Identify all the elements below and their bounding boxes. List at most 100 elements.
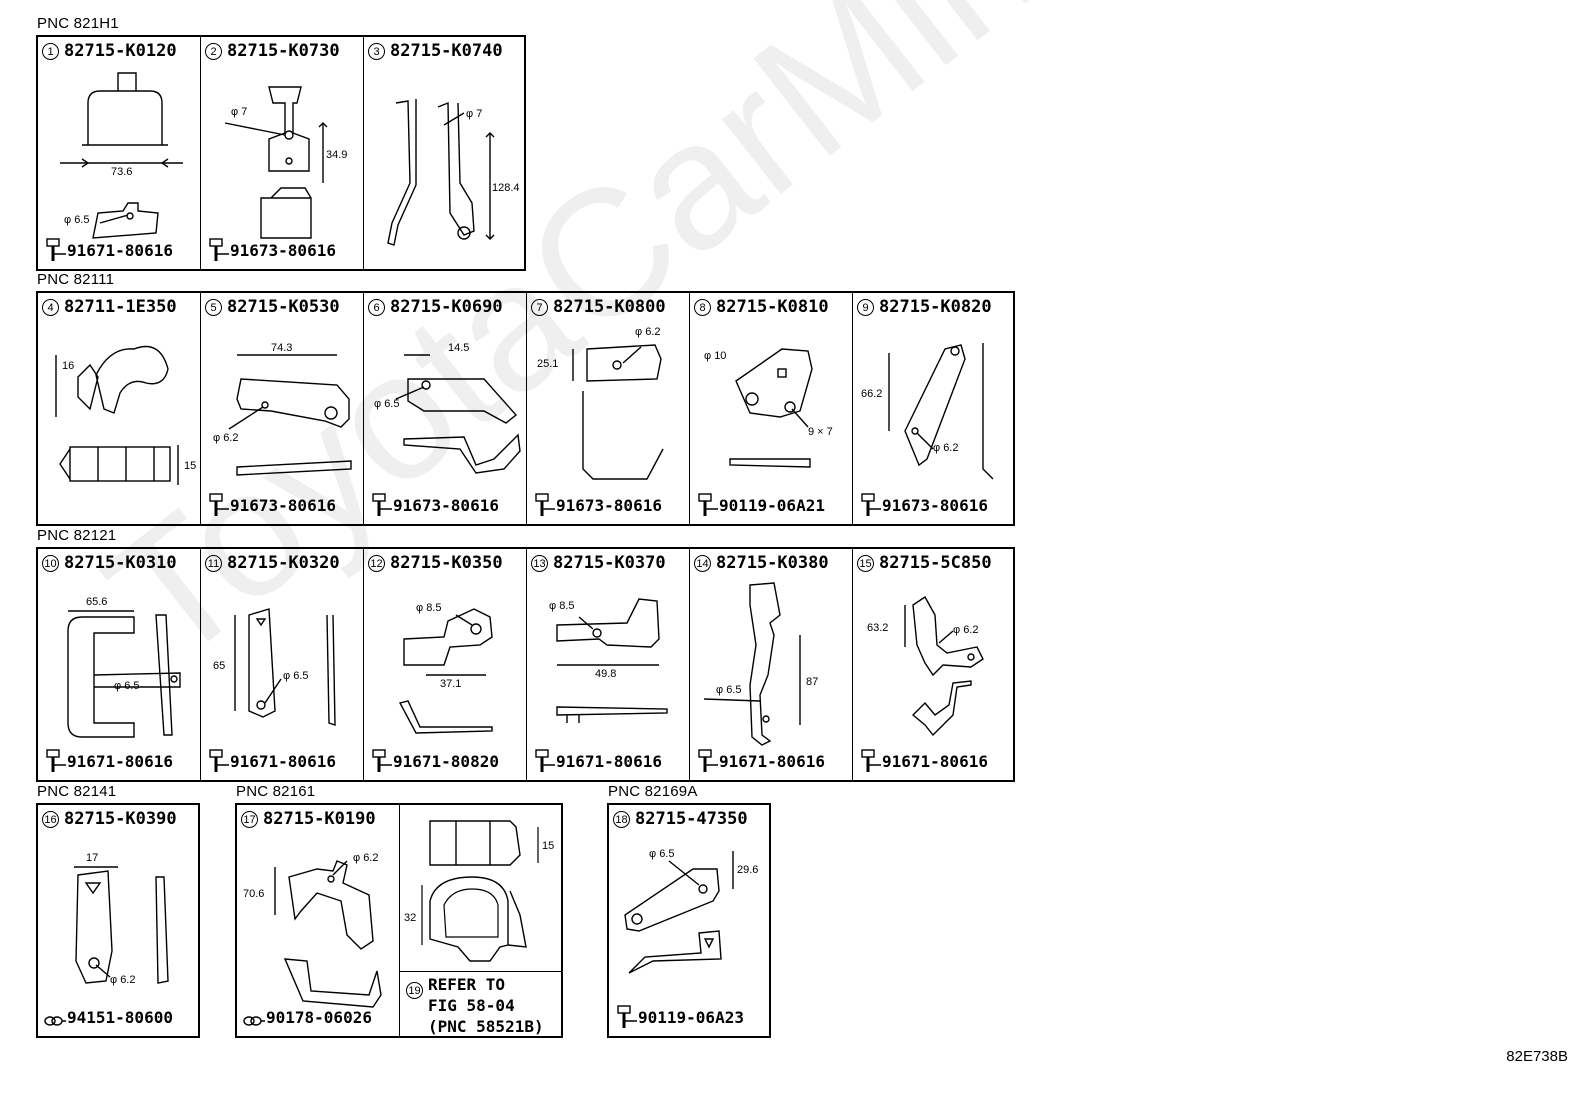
- bolt-number: 91671-80616: [67, 240, 173, 260]
- dim-label: φ 6.2: [933, 442, 958, 454]
- part-number: 82715-K0310: [64, 553, 177, 573]
- dim-label: 128.4: [492, 182, 520, 194]
- bracket-drawing: φ 10 9 × 7: [704, 348, 833, 468]
- dim-label: 17: [86, 852, 98, 864]
- bolt-number: 91671-80616: [556, 751, 662, 771]
- callout-number: 16: [42, 810, 59, 828]
- refer-line-2: FIG 58-04: [428, 996, 515, 1015]
- dim-label: φ 6.2: [953, 624, 978, 636]
- part-number: 82715-K0320: [227, 553, 340, 573]
- dim-label: 14.5: [448, 342, 469, 354]
- part-number: 82715-K0810: [716, 297, 829, 317]
- bolt-number: 91673-80616: [556, 495, 662, 515]
- bolt-icon: [861, 749, 881, 772]
- dim-label: 32: [404, 912, 416, 924]
- dim-label: 66.2: [861, 388, 882, 400]
- bracket-drawing: φ 7 34.9: [224, 86, 347, 239]
- dim-label: 74.3: [271, 342, 292, 354]
- dim-label: 15: [184, 460, 196, 472]
- dim-label: φ 6.5: [374, 398, 399, 410]
- dim-label: φ 6.2: [353, 852, 378, 864]
- part-number: 82715-K0380: [716, 553, 829, 573]
- bolt-icon: [372, 493, 392, 516]
- dim-label: φ 6.5: [716, 684, 741, 696]
- bolt-number: 91671-80616: [719, 751, 825, 771]
- clip-drawing: 16 15: [55, 345, 196, 485]
- pnc-label-82161: PNC 82161: [236, 783, 316, 800]
- bolt-number: 91673-80616: [230, 240, 336, 260]
- clamp-drawing: 15 32: [404, 820, 554, 962]
- dim-label: φ 10: [704, 350, 726, 362]
- bracket-drawing: φ 8.5 37.1: [398, 602, 493, 734]
- bolt-icon: [698, 749, 718, 772]
- clamp-cell[interactable]: 15 32 19 REFER TO FIG 58-04 (PNC 58521B): [400, 805, 561, 1036]
- bracket-drawing: φ 6.2 25.1: [537, 326, 664, 480]
- callout-number: 10: [42, 554, 59, 572]
- bracket-drawing: 66.2 φ 6.2: [861, 343, 994, 480]
- part-number: 82715-K0530: [227, 297, 340, 317]
- bolt-icon: [209, 493, 229, 516]
- bracket-drawing: 87 φ 6.5: [703, 582, 818, 746]
- refer-line-3: (PNC 58521B): [428, 1017, 544, 1036]
- dim-label: 9 × 7: [808, 426, 833, 438]
- bolt-icon: [535, 749, 555, 772]
- dim-label: φ 6.5: [283, 670, 308, 682]
- dim-label: φ 6.2: [213, 432, 238, 444]
- bolt-icon: [617, 1005, 637, 1028]
- dim-label: 16: [62, 360, 74, 372]
- refer-line-1: REFER TO: [428, 975, 506, 994]
- callout-number: 7: [531, 298, 548, 316]
- callout-number: 1: [42, 42, 59, 60]
- bolt-icon: [209, 238, 229, 261]
- bolt-number: 91673-80616: [882, 495, 988, 515]
- dim-label: 63.2: [867, 622, 888, 634]
- dim-label: 25.1: [537, 358, 558, 370]
- nut-icon: [243, 1016, 265, 1026]
- bracket-drawing: 63.2 φ 6.2: [867, 595, 984, 737]
- callout-number: 9: [857, 298, 874, 316]
- refer-box: 19 REFER TO FIG 58-04 (PNC 58521B): [400, 971, 561, 1036]
- dim-label: 34.9: [326, 149, 347, 161]
- dim-label: 37.1: [440, 678, 461, 690]
- callout-number: 11: [205, 554, 222, 572]
- callout-number: 3: [368, 42, 385, 60]
- bracket-drawing: 70.6 φ 6.2: [243, 852, 382, 1008]
- dim-label: φ 6.5: [649, 848, 674, 860]
- pnc-label-82111: PNC 82111: [37, 271, 115, 288]
- dim-label: 15: [542, 840, 554, 852]
- dim-label: 87: [806, 676, 818, 688]
- dim-label: φ 8.5: [549, 600, 574, 612]
- part-number: 82711-1E350: [64, 297, 177, 317]
- bolt-number: 91671-80616: [882, 751, 988, 771]
- callout-number: 14: [694, 554, 711, 572]
- bracket-drawing: 65.6 φ 6.5: [67, 596, 181, 738]
- dim-label: 49.8: [595, 668, 616, 680]
- dim-label: φ 6.2: [110, 974, 135, 986]
- part-cell-14[interactable]: 14 82715-K0380 87 φ 6.5 91671-80616: [690, 549, 853, 780]
- bracket-drawing: φ 6.5 29.6: [624, 848, 758, 974]
- bolt-number: 94151-80600: [67, 1007, 173, 1027]
- nut-icon: [44, 1016, 66, 1026]
- part-number: 82715-K0120: [64, 41, 177, 61]
- bracket-drawing: 65 φ 6.5: [213, 608, 336, 726]
- bracket-drawing: 14.5 φ 6.5: [374, 342, 521, 474]
